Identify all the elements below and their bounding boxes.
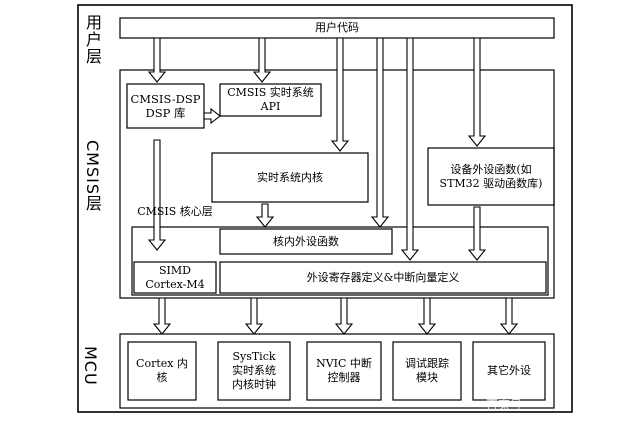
mcu-frame — [119, 333, 555, 409]
arrow-user-to-peripheral-funcs — [467, 37, 487, 147]
arrow-dsp-to-core — [147, 139, 167, 251]
peripheral-funcs-text: 设备外设函数(如 STM32 驱动函数库) — [439, 162, 543, 190]
cmsis-dsp-text: CMSIS-DSP DSP 库 — [130, 91, 201, 120]
simd-box — [133, 261, 217, 294]
mcu-systick-text: SysTick 实时系统 内核时钟 — [232, 350, 276, 391]
arrow-user-to-dsp — [147, 37, 167, 83]
arrow-core-to-mcu-other — [499, 297, 519, 335]
mcu-nvic-box — [306, 341, 382, 401]
reg-defs-box — [219, 261, 547, 294]
arrow-user-to-kernel — [330, 37, 350, 152]
arrow-user-to-core-periph — [370, 37, 390, 228]
mcu-debug-box — [392, 341, 462, 401]
arrow-core-to-mcu-debug — [417, 297, 437, 335]
arrow-dsp-to-rtos-api — [203, 107, 221, 125]
arrow-core-to-mcu-systick — [244, 297, 264, 335]
cmsis-dsp-box — [126, 83, 205, 129]
mcu-other-box — [472, 341, 546, 401]
mcu-layer-label: MCU — [81, 346, 100, 386]
rtos-kernel-box — [211, 152, 369, 203]
arrow-kernel-to-core-periph — [255, 203, 275, 228]
watermark: 百家号 — [486, 398, 523, 412]
rtos-kernel-text: 实时系统内核 — [257, 170, 323, 184]
cmsis-core-label: CMSIS 核心层 — [137, 205, 213, 219]
outer-frame — [77, 4, 573, 413]
arrow-user-to-rtos-api — [252, 37, 272, 83]
peripheral-funcs-box — [427, 147, 555, 206]
rtos-api-text: CMSIS 实时系统 API — [227, 86, 314, 113]
rtos-api-box — [219, 83, 322, 117]
core-periph-box — [219, 228, 393, 255]
arrow-user-to-reg-defs-a — [400, 37, 420, 261]
mcu-other-text: 其它外设 — [487, 364, 531, 378]
arrow-core-to-mcu-cortex — [152, 297, 172, 335]
reg-defs-text: 外设寄存器定义&中断向量定义 — [306, 270, 460, 284]
core-periph-text: 核内外设函数 — [273, 234, 339, 248]
simd-text: SIMD Cortex-M4 — [145, 263, 205, 291]
cmsis-layer-label: CMSIS层 — [83, 140, 102, 213]
user-code-text: 用户代码 — [315, 21, 359, 35]
mcu-cortex-box — [127, 341, 197, 401]
arrow-core-to-mcu-nvic — [334, 297, 354, 335]
user-layer-label: 用户层 — [83, 14, 102, 65]
mcu-nvic-text: NVIC 中断 控制器 — [316, 357, 372, 384]
mcu-cortex-text: Cortex 内 核 — [136, 357, 188, 384]
arrow-peripheral-to-reg-defs — [467, 206, 487, 261]
mcu-debug-text: 调试跟踪 模块 — [405, 357, 449, 384]
core-layer-frame — [131, 226, 549, 296]
mcu-systick-box — [217, 341, 291, 401]
